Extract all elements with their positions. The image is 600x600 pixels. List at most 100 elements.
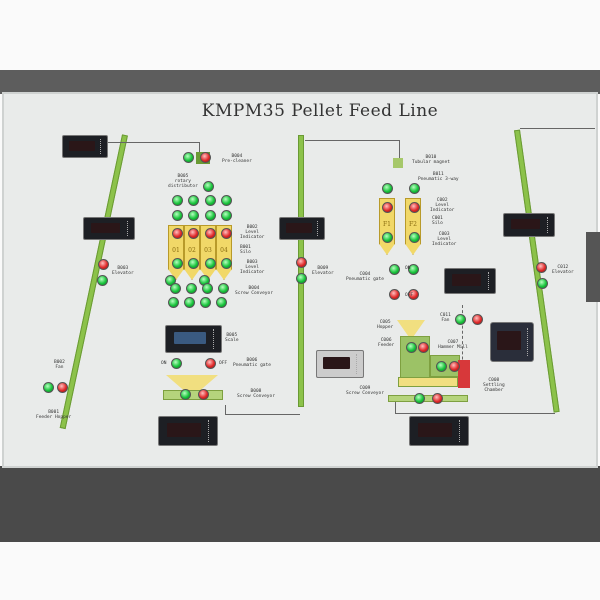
label-fan: B002 Fan [54,360,65,370]
red-indicator-light[interactable] [296,257,307,268]
green-indicator-light[interactable] [180,389,191,400]
red-indicator-light[interactable] [57,382,68,393]
screw-conveyor-b008 [163,390,223,400]
green-indicator-light[interactable] [408,264,419,275]
red-indicator-light[interactable] [188,228,199,239]
red-indicator-light[interactable] [198,389,209,400]
green-indicator-light[interactable] [455,314,466,325]
red-indicator-light[interactable] [200,152,211,163]
label-elevator: B003 Elevator [112,266,134,276]
green-indicator-light[interactable] [184,297,195,308]
red-indicator-light[interactable] [432,393,443,404]
label-pneumatic-3way: B011 Pneumatic 3-way [418,172,459,182]
digital-display [444,268,496,294]
digital-display [62,135,108,158]
label-pneumatic-gate: B006 Pneumatic gate [233,358,271,368]
red-indicator-light[interactable] [98,259,109,270]
green-indicator-light[interactable] [414,393,425,404]
red-indicator-light[interactable] [205,228,216,239]
label-scale: B005 Scale [225,333,239,343]
label-elevator: B009 Elevator [312,266,334,276]
red-indicator-light[interactable] [389,289,400,300]
green-indicator-light[interactable] [216,297,227,308]
green-indicator-light[interactable] [172,258,183,269]
red-indicator-light[interactable] [221,228,232,239]
green-indicator-light[interactable] [406,342,417,353]
green-indicator-light[interactable] [205,195,216,206]
elevator-rail-b009 [298,135,304,407]
green-indicator-light[interactable] [296,273,307,284]
green-indicator-light[interactable] [436,361,447,372]
green-indicator-light[interactable] [188,210,199,221]
wire [395,400,555,414]
red-indicator-light[interactable] [382,202,393,213]
green-indicator-light[interactable] [205,210,216,221]
label-feeder: C006 Feeder [378,338,395,348]
green-indicator-light[interactable] [171,358,182,369]
green-indicator-light[interactable] [188,195,199,206]
green-indicator-light[interactable] [170,283,181,294]
green-indicator-light[interactable] [183,152,194,163]
label-silo: B001 Silo [240,245,251,255]
green-indicator-light[interactable] [168,297,179,308]
label-on: ON [161,361,167,366]
label-elevator: C012 Elevator [552,265,574,275]
label-settling-chamber: C008 Settling Chamber [483,378,505,393]
red-indicator-light[interactable] [408,289,419,300]
label-hammer-mill: C007 Hammer Mill [438,340,468,350]
digital-display [279,217,325,240]
label-level-indicator: B003 Level Indicator [240,260,265,275]
red-indicator-light[interactable] [409,202,420,213]
green-indicator-light[interactable] [221,258,232,269]
label-screw-conveyor: B004 Screw Conveyor [235,286,273,296]
label-pneumatic-gate: C004 Pneumatic gate [346,272,384,282]
base [398,377,458,387]
red-indicator-light[interactable] [418,342,429,353]
green-indicator-light[interactable] [200,297,211,308]
screw-conveyor-c009 [388,395,468,402]
green-indicator-light[interactable] [186,283,197,294]
label-off: OFF [219,361,228,366]
green-indicator-light[interactable] [43,382,54,393]
green-indicator-light[interactable] [409,183,420,194]
green-indicator-light[interactable] [97,275,108,286]
label-on: ON [405,266,411,271]
green-indicator-light[interactable] [218,283,229,294]
wire [105,142,200,154]
red-indicator-light[interactable] [449,361,460,372]
label-pre-cleaner: B004 Pre-cleaner [222,154,252,164]
green-indicator-light[interactable] [172,195,183,206]
scale-display [165,325,222,353]
green-indicator-light[interactable] [389,264,400,275]
red-indicator-light[interactable] [536,262,547,273]
settling-chamber [458,360,470,388]
label-silo: C001 Silo [432,216,443,226]
tubular-magnet [393,158,403,168]
wire [305,140,400,158]
digital-display [158,416,218,446]
green-indicator-light[interactable] [205,258,216,269]
red-indicator-light[interactable] [472,314,483,325]
label-fan: C011 Fan [440,313,451,323]
side-panel [586,232,600,302]
red-indicator-light[interactable] [172,228,183,239]
green-indicator-light[interactable] [203,181,214,192]
wire [225,405,300,415]
green-indicator-light[interactable] [537,278,548,289]
red-indicator-light[interactable] [205,358,216,369]
green-indicator-light[interactable] [172,210,183,221]
label-level-indicator: C003 Level Indicator [432,232,457,247]
vfd-keypad[interactable] [490,322,534,362]
green-indicator-light[interactable] [382,183,393,194]
green-indicator-light[interactable] [382,232,393,243]
label-level-indicator: B002 Level Indicator [240,225,265,240]
background-floor [0,466,600,542]
label-level-indicator: C002 Level Indicator [430,198,455,213]
green-indicator-light[interactable] [202,283,213,294]
digital-display [316,350,364,378]
digital-display [503,213,555,237]
green-indicator-light[interactable] [409,232,420,243]
green-indicator-light[interactable] [221,195,232,206]
green-indicator-light[interactable] [221,210,232,221]
green-indicator-light[interactable] [188,258,199,269]
